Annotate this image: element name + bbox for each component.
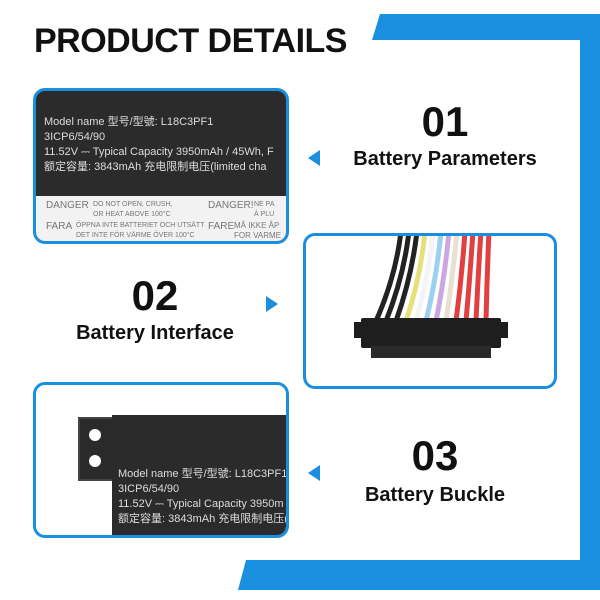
buckle-tab xyxy=(78,417,116,481)
section-number: 01 xyxy=(421,98,469,145)
label-line: 3ICP6/54/90 xyxy=(44,131,106,143)
label-line: 11.52V ⎓ Typical Capacity 3950mAh / 45Wh… xyxy=(44,146,274,158)
label-line: Model name 型号/型號: L18C3PF1 xyxy=(44,116,214,128)
battery-buckle-image: Model name 型号/型號: L18C3PF1 3ICP6/54/90 1… xyxy=(33,382,289,538)
connector-image xyxy=(303,233,557,389)
label-line: 3ICP6/54/90 xyxy=(118,483,180,495)
section-caption: Battery Interface xyxy=(76,322,234,344)
section-number: 02 xyxy=(131,272,179,319)
label-line: 额定容量: 3843mAh 充电限制电压(limited cha xyxy=(44,161,267,173)
section-number: 03 xyxy=(411,432,459,479)
label-line: 11.52V ⎓ Typical Capacity 3950m xyxy=(118,498,284,510)
warning-title: FARA xyxy=(46,221,73,232)
screw-hole xyxy=(89,455,101,467)
warning-title: FARE xyxy=(208,221,235,232)
arrow-left-icon xyxy=(308,150,320,166)
arrow-left-icon xyxy=(308,465,320,481)
warning-title: DANGER xyxy=(46,200,89,211)
label-line: Model name 型号/型號: L18C3PF1 xyxy=(118,468,288,480)
arrow-right-icon xyxy=(266,296,278,312)
warning-text: DO NOT OPEN, CRUSH,OR HEAT ABOVE 100°C xyxy=(93,201,173,218)
screw-hole xyxy=(89,429,101,441)
label-line: 额定容量: 3843mAh 充电限制电压( xyxy=(118,513,288,525)
page-title: PRODUCT DETAILS xyxy=(34,22,347,60)
battery-label-image: Model name 型号/型號: L18C3PF1 3ICP6/54/90 1… xyxy=(33,88,289,244)
section-caption: Battery Buckle xyxy=(364,484,506,506)
section-caption: Battery Parameters xyxy=(353,148,537,170)
warning-title: DANGER! xyxy=(208,200,254,211)
cable-connector-drawing xyxy=(354,236,508,358)
battery-body: Model name 型号/型號: L18C3PF1 3ICP6/54/90 1… xyxy=(112,415,288,535)
